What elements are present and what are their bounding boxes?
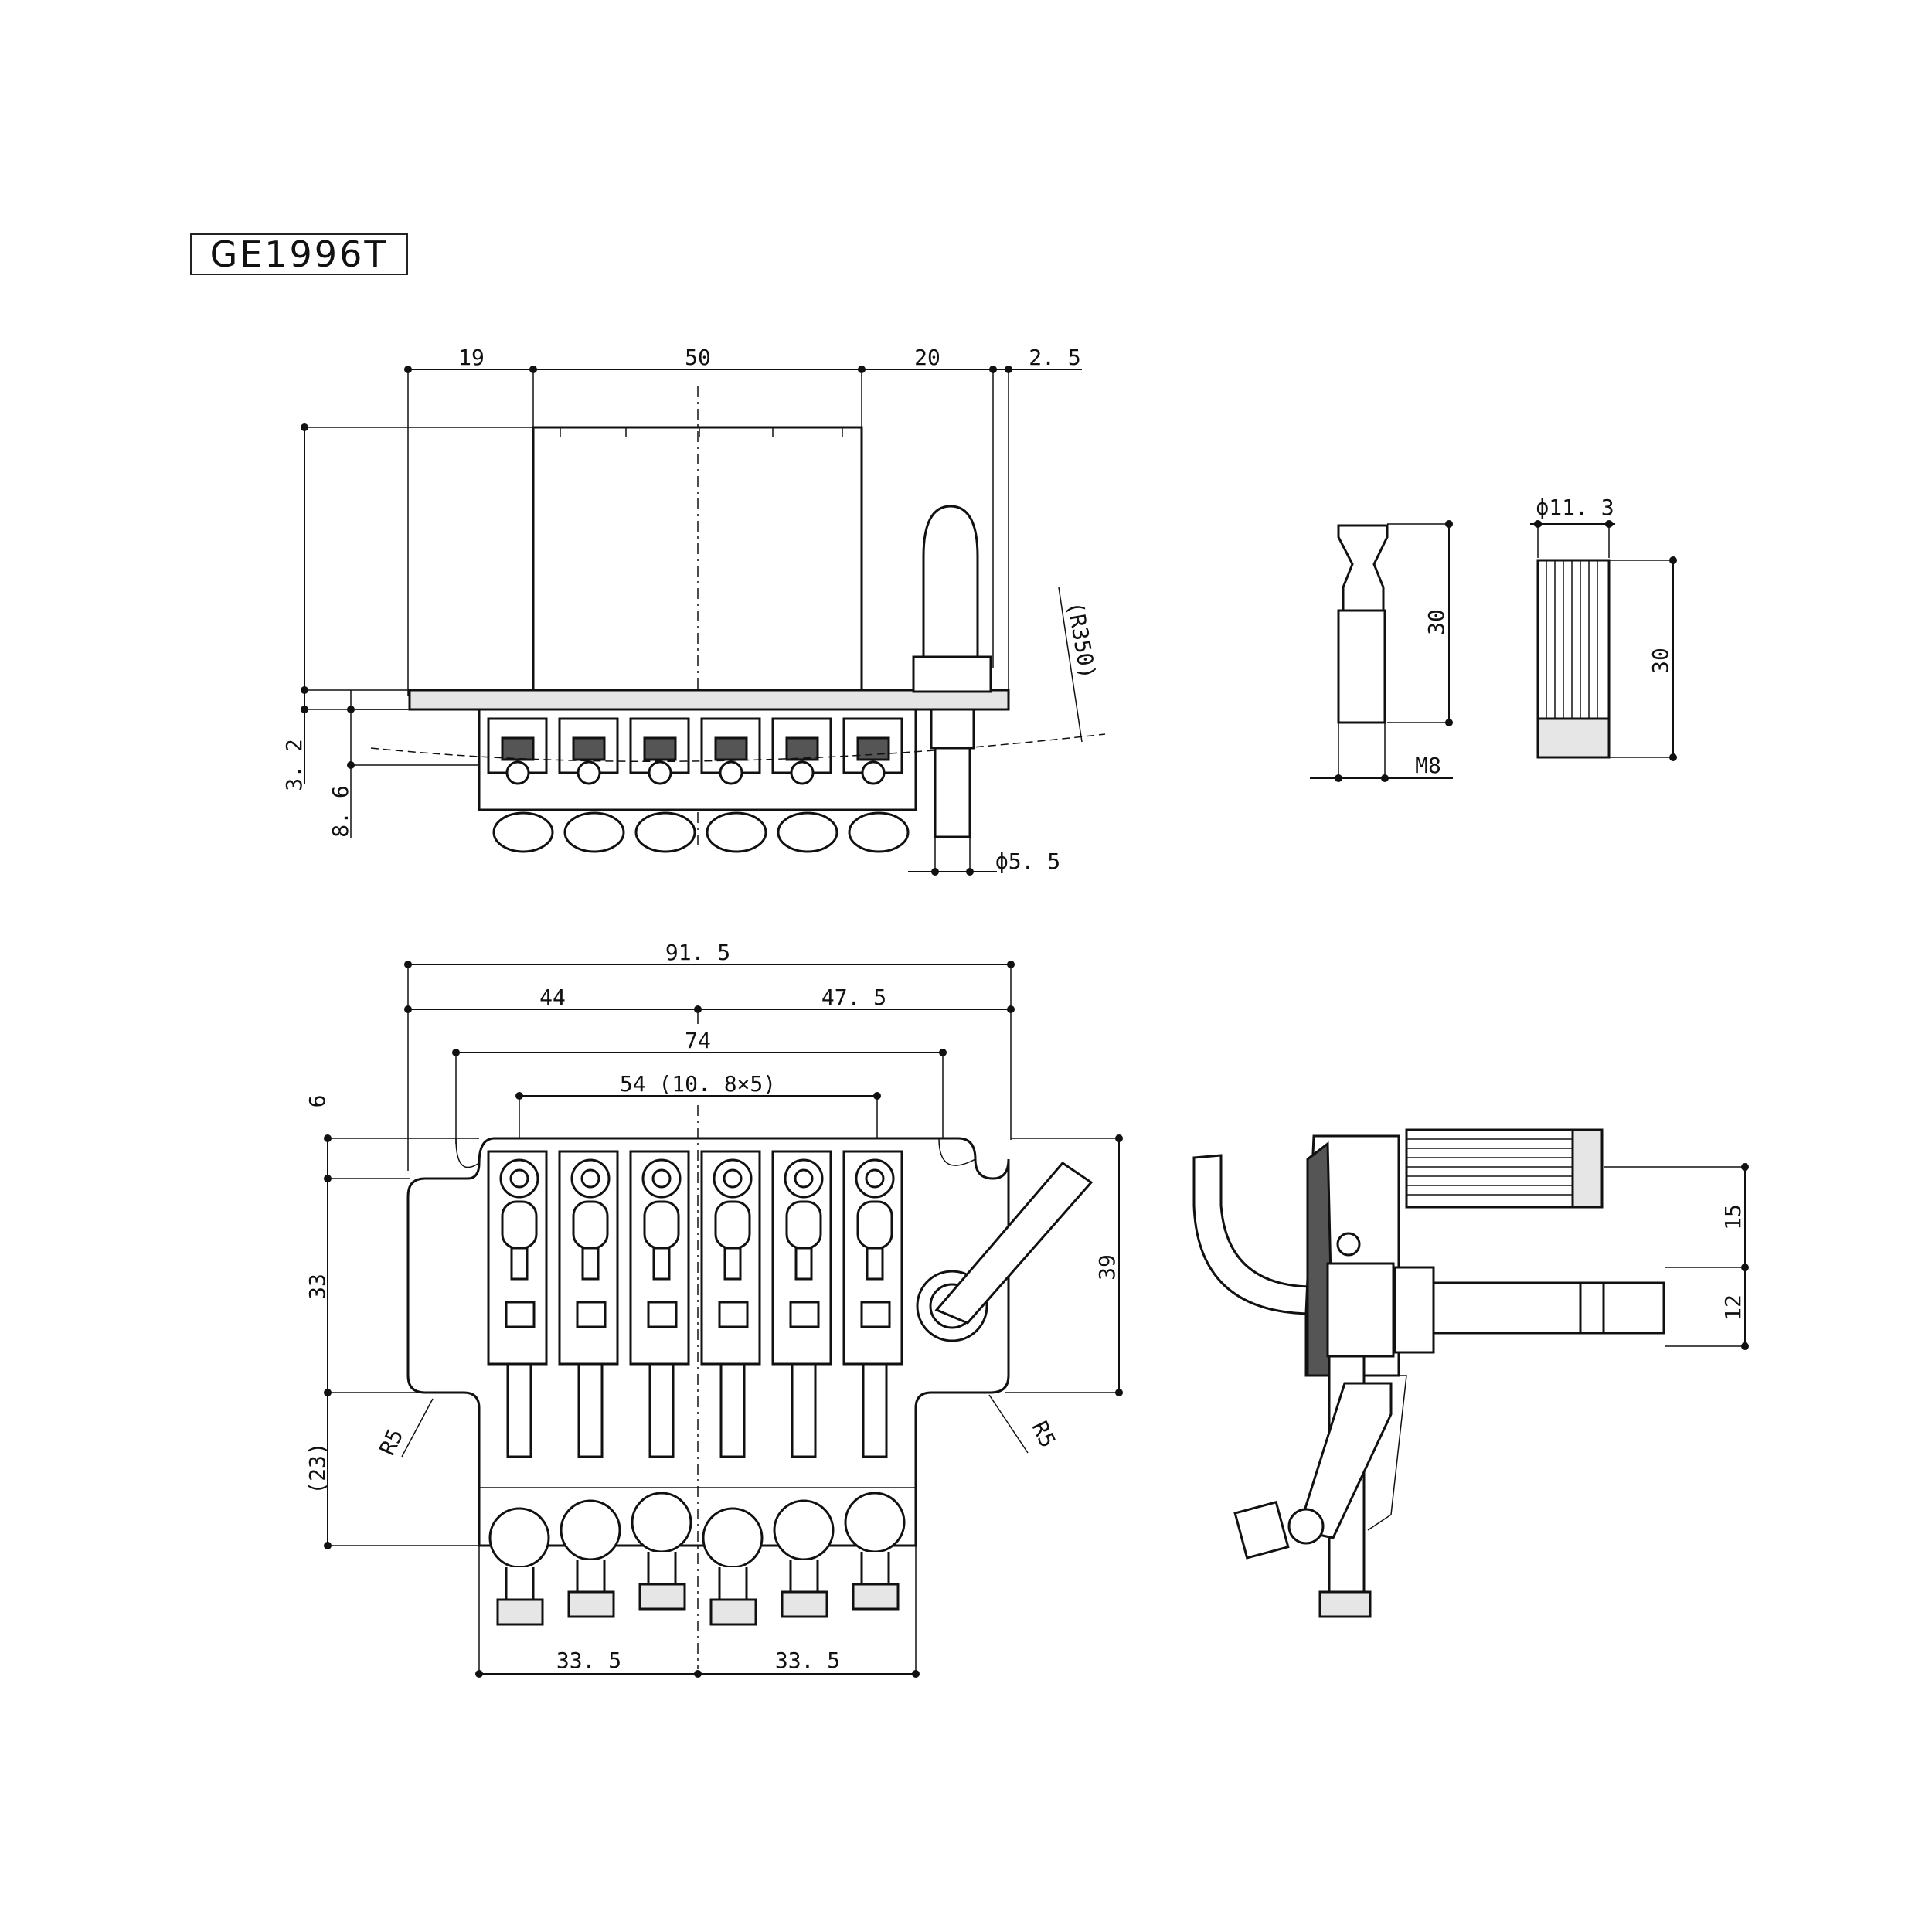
top-left-dim-lines: [301, 423, 533, 838]
dim-cap-diameter: ϕ11. 3: [1536, 495, 1614, 520]
dim-thread: M8: [1415, 753, 1441, 778]
arm-nut: [912, 655, 992, 693]
top-view: 19 50 20 2. 5 3. 2 8. 6: [281, 345, 1106, 876]
top-fine-tuners: [492, 811, 910, 853]
dim-39: 39: [1094, 1254, 1120, 1281]
side-arm-stem: [1432, 1281, 1582, 1335]
arm-sleeve: [922, 505, 979, 662]
base-plate: [408, 689, 1010, 711]
arm-cap-part: ϕ11. 3 30: [1530, 495, 1677, 761]
dim-33: 33: [304, 1274, 330, 1300]
front-dim-lines: [404, 961, 1015, 1171]
top-saddles: [487, 717, 903, 785]
dim-50: 50: [685, 345, 711, 370]
front-left-dim-lines: [324, 1134, 479, 1549]
tremolo-arm: [934, 1162, 1094, 1325]
dim-23: (23): [304, 1442, 330, 1494]
front-fine-tuners: [488, 1492, 906, 1626]
dim-12: 12: [1720, 1294, 1746, 1321]
dim-6: 6: [304, 1095, 330, 1108]
arm-stem: [934, 747, 971, 838]
dim-r350: (R350): [1062, 600, 1100, 681]
front-view: 91. 5 44 47. 5 74 54 (10. 8×5) 6 33 (23)…: [304, 940, 1123, 1678]
arm-tip-part: 30 M8: [1310, 520, 1453, 782]
dim-19: 19: [458, 345, 485, 370]
dim-91-5: 91. 5: [665, 940, 730, 965]
dim-cap-height: 30: [1648, 648, 1673, 674]
top-dim-lines: [404, 366, 1082, 696]
dim-arm-diameter: ϕ5. 5: [995, 849, 1060, 874]
side-view: 15 12: [1192, 1128, 1749, 1618]
dim-47-5: 47. 5: [821, 985, 886, 1010]
front-saddles: [487, 1150, 903, 1458]
dim-74: 74: [685, 1028, 711, 1053]
dim-3-2: 3. 2: [281, 739, 307, 791]
block-notches: [560, 427, 843, 437]
dim-33-5-right: 33. 5: [775, 1648, 840, 1673]
dim-8-6: 8. 6: [328, 785, 353, 837]
dim-15: 15: [1720, 1204, 1746, 1230]
dim-2-5: 2. 5: [1029, 345, 1080, 370]
dim-tip-height: 30: [1423, 609, 1449, 635]
side-arm-cap: [1405, 1128, 1574, 1209]
dim-44: 44: [539, 985, 566, 1010]
dim-33-5-left: 33. 5: [556, 1648, 621, 1673]
model-label: GE1996T: [190, 233, 408, 275]
dim-20: 20: [914, 345, 940, 370]
dim-r5-right: R5: [1027, 1417, 1061, 1452]
dim-string-spacing: 54 (10. 8×5): [620, 1071, 776, 1097]
